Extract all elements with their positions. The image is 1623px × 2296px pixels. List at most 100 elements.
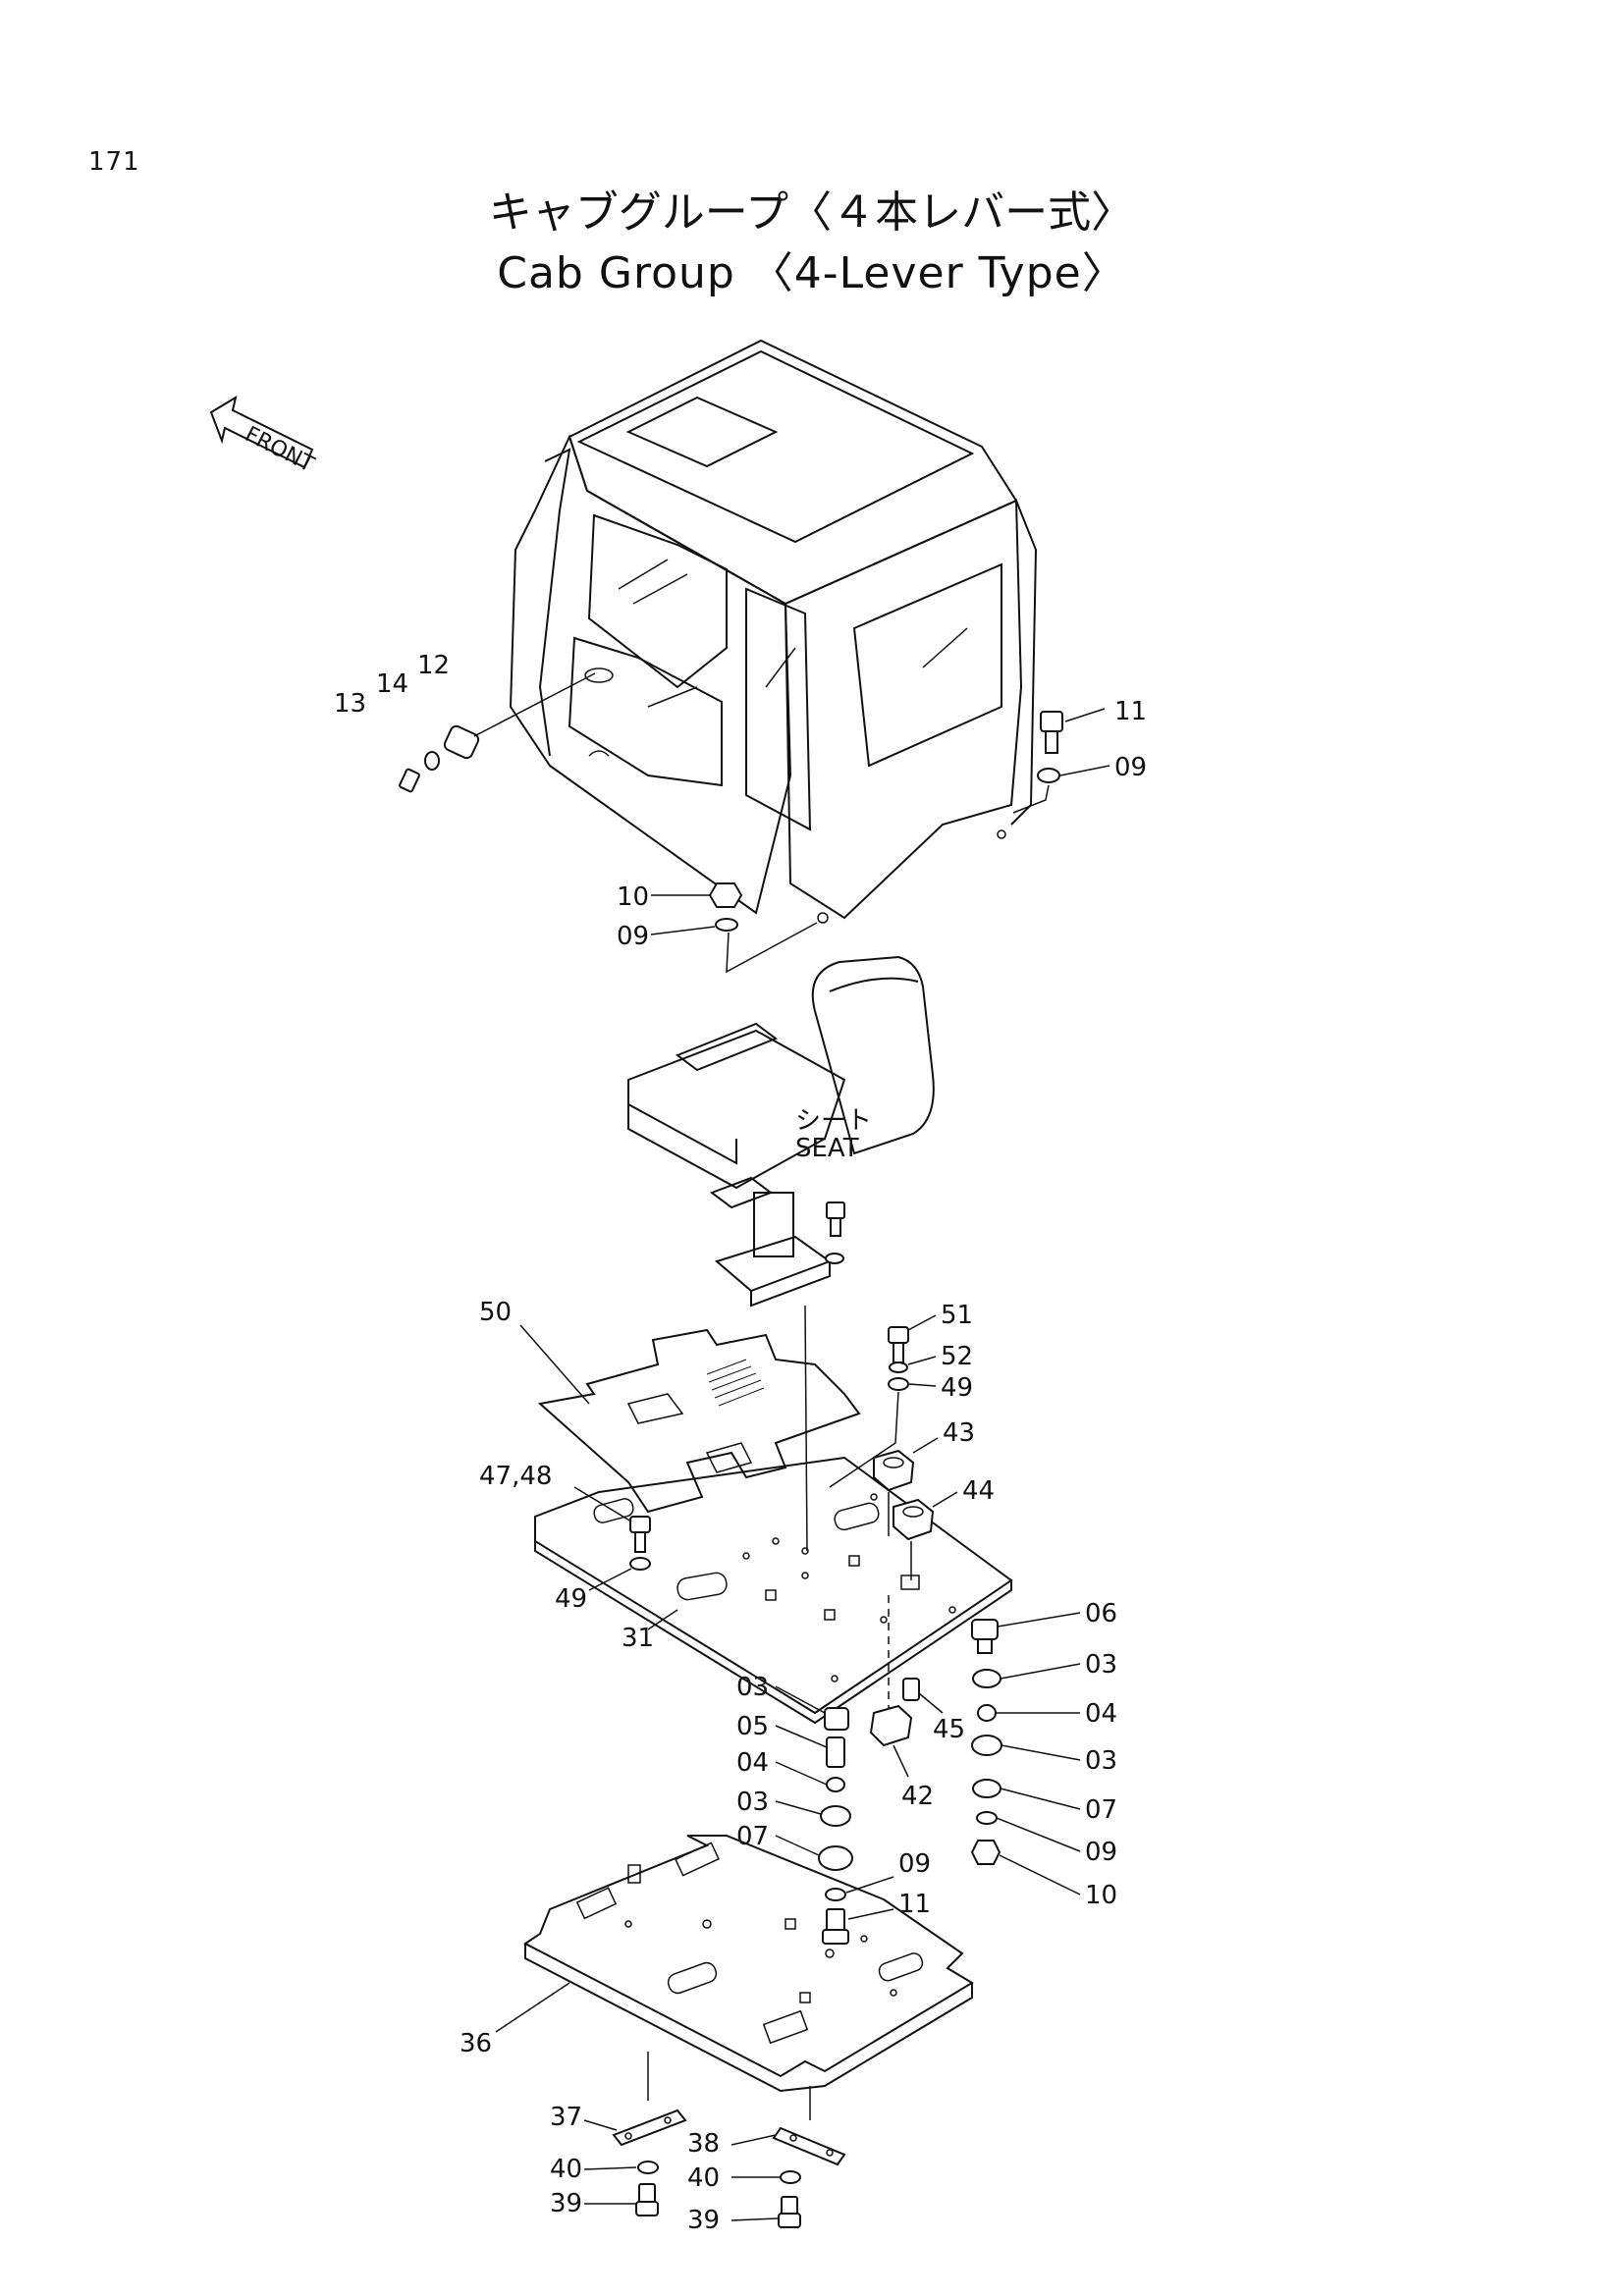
callout-09b: 09 [617,922,649,951]
callout-51: 51 [941,1301,973,1330]
part-47-48-bolt-head [629,1516,651,1533]
callout-45: 45 [933,1715,965,1744]
part-03c-spacer [824,1707,849,1731]
callout-03b: 03 [1085,1746,1117,1776]
part-07a-plate [972,1779,1001,1798]
part-44-rubber-mount [893,1498,935,1541]
part-38-bracket [772,2126,846,2166]
rubber-mount-parts-43-44 [873,1437,958,1580]
part-10a-nut [708,882,743,908]
callout-14: 14 [376,669,408,699]
part-07b-plate [818,1845,853,1871]
part-14-washer [424,751,440,771]
part-37-bracket [612,2109,687,2147]
callout-49b: 49 [555,1584,587,1614]
callout-39a: 39 [550,2189,582,2218]
door-lock-parts [399,672,596,793]
part-04a-bushing [977,1704,997,1722]
part-49b-washer [629,1557,651,1571]
cab-right-mount-parts [1012,708,1110,814]
callout-47-48: 47,48 [479,1462,552,1491]
callout-36: 36 [460,2029,492,2058]
part-50-floor-mat [537,1328,861,1514]
part-40b-washer [780,2170,801,2184]
seat-assembly: シート SEAT [627,955,935,1308]
callout-12: 12 [417,651,450,680]
callout-04a: 04 [1085,1699,1117,1729]
part-11a-bolt-shank [1045,730,1058,754]
callout-03d: 03 [736,1788,769,1817]
title-japanese: キャブグループ〈４本レバー式〉 [488,187,1135,238]
part-49a-washer [888,1377,909,1391]
title-english: Cab Group 〈4-Lever Type〉 [497,248,1126,298]
part-39b-bolt-head [778,2213,801,2228]
callout-43: 43 [943,1418,975,1448]
part-03b-spacer [971,1735,1002,1756]
callout-37: 37 [550,2103,582,2132]
callout-05: 05 [736,1712,769,1741]
callout-52: 52 [941,1342,973,1371]
part-10b-nut [970,1840,1001,1865]
part-47-48-bolt-shank [634,1531,646,1553]
part-52-washer [889,1362,908,1373]
part-36-base-plate [523,1835,974,2093]
callout-42: 42 [901,1782,934,1811]
part-13-screw [399,768,420,793]
part-42-rubber-mount [869,1704,913,1747]
part-45 [902,1678,920,1701]
callout-06: 06 [1085,1599,1117,1629]
part-11b-bolt-head [822,1929,849,1945]
floor-bolt-parts-51-52-49 [829,1314,937,1488]
page-number: 171 [88,147,140,177]
part-03a-spacer [972,1669,1001,1688]
callout-labels: 13 14 12 11 09 10 09 50 51 52 49 43 44 4… [334,651,1147,2235]
callout-09d: 09 [898,1849,931,1879]
callout-13: 13 [334,689,366,719]
callout-10b: 10 [1085,1881,1117,1910]
callout-07a: 07 [1085,1795,1117,1825]
part-06-stud [977,1638,993,1654]
part-04b-bushing [826,1777,845,1792]
callout-39b: 39 [687,2206,720,2235]
cab-assembly [509,339,1038,924]
part-40a-washer [637,2161,659,2174]
callout-31: 31 [622,1624,654,1653]
callout-07b: 07 [736,1822,769,1851]
bracket-parts-37-38 [583,2052,846,2228]
part-09d-washer [825,1888,846,1901]
callout-03a: 03 [1085,1650,1117,1680]
callout-40b: 40 [687,2163,720,2193]
seat-bolt-head [826,1201,845,1219]
callout-40a: 40 [550,2155,582,2184]
part-12 [443,724,480,760]
callout-10a: 10 [617,882,649,912]
seat-label-english: SEAT [795,1134,859,1163]
parts-45-42 [869,1595,944,1778]
callout-04b: 04 [736,1748,769,1778]
seat-label-japanese: シート [795,1106,872,1136]
floor-bolt-parts-47-48-49 [573,1486,651,1591]
part-31-floor-plate [534,1456,1013,1725]
part-03d-spacer [820,1805,851,1827]
callout-50: 50 [479,1298,512,1327]
callout-38: 38 [687,2129,720,2159]
part-09b-washer [715,918,738,932]
part-06-mount [971,1619,999,1640]
callout-44: 44 [962,1476,995,1506]
part-39a-bolt-head [635,2201,659,2216]
callout-11b: 11 [898,1890,931,1919]
callout-03c: 03 [736,1673,769,1702]
callout-09c: 09 [1085,1838,1117,1867]
part-09a-washer [1037,768,1060,783]
part-11a-bolt-head [1040,711,1063,732]
cab-bottom-mount-parts [650,882,818,974]
part-05-collar [826,1736,845,1768]
seat-washer [825,1253,844,1264]
callout-11a: 11 [1114,697,1147,726]
part-09c-washer [976,1811,998,1825]
callout-49a: 49 [941,1373,973,1403]
left-mount-stack [775,1685,894,1945]
right-mount-stack [970,1612,1081,1896]
